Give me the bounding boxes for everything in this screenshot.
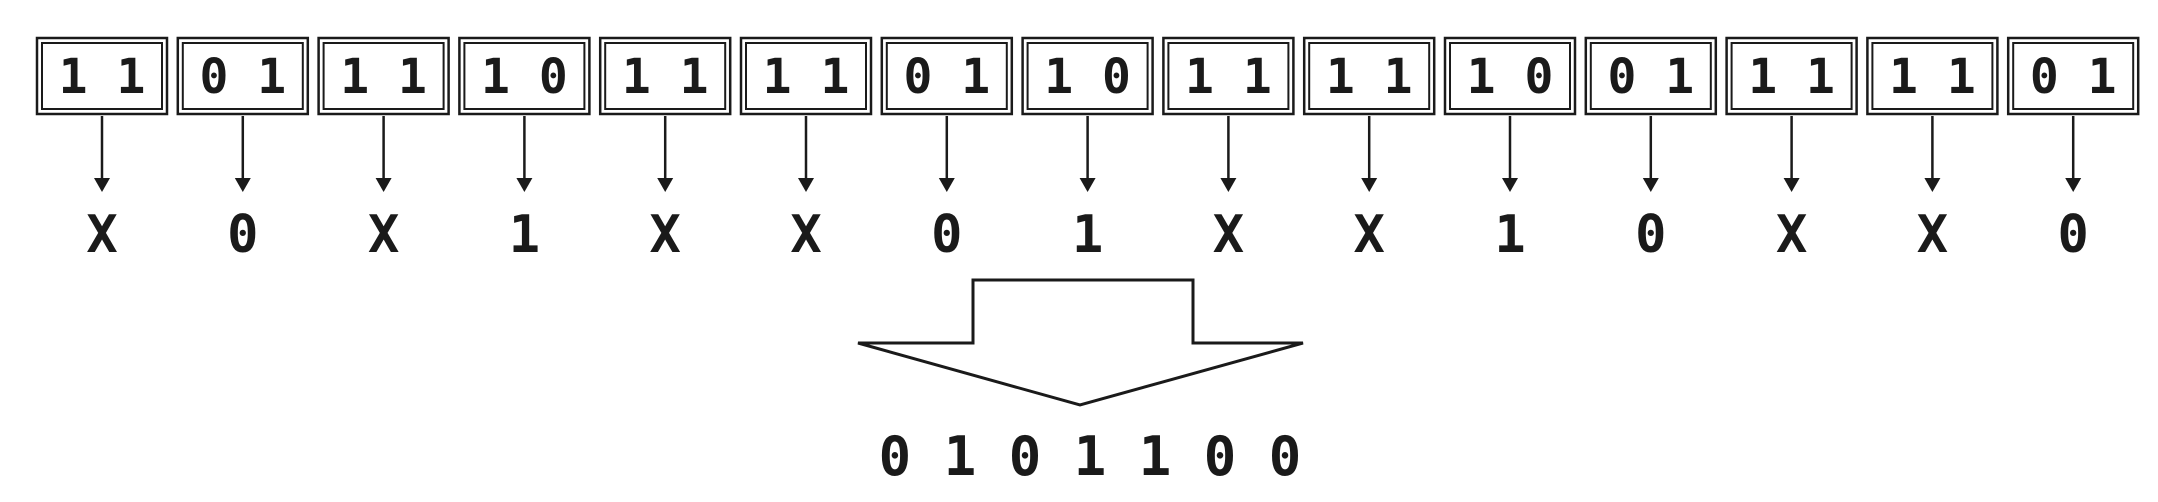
bit-pair-8: 1 0 1 — [1021, 36, 1154, 265]
bit-pair-box-inner — [604, 42, 727, 110]
bit-pair-3: 1 1 X — [317, 36, 450, 265]
bit-pair-label: 1 1 — [340, 49, 427, 105]
bit-pair-13: 1 1 X — [1725, 36, 1858, 265]
bit-pair-9: 1 1 X — [1162, 36, 1295, 265]
bit-pair-10: 1 1 X — [1302, 36, 1436, 265]
pair-output: X — [86, 205, 117, 265]
bit-pair-box-outer — [458, 36, 591, 116]
bit-pairs-row: 1 1 X 0 1 0 1 1 X 1 0 1 1 1 X 1 1 X 0 1 0 1 0 1 1 1 X 1 1 X… — [35, 36, 2140, 265]
bit-pair-box-outer — [1866, 36, 1999, 116]
bit-pair-12: 0 1 0 — [1584, 36, 1718, 265]
bit-pair-label: 1 1 — [1889, 49, 1976, 105]
down-arrow-icon — [375, 178, 392, 192]
bit-pair-box-inner — [745, 42, 867, 110]
bit-pair-box-inner — [41, 42, 163, 110]
down-arrow-icon — [1220, 178, 1237, 192]
bit-pair-7: 0 1 0 — [880, 36, 1014, 265]
bit-pair-6: 1 1 X — [739, 36, 873, 265]
bit-pair-label: 0 1 — [2030, 49, 2117, 105]
bit-pair-box-inner — [322, 42, 445, 110]
bit-pair-1: 1 1 X — [35, 36, 169, 265]
bit-pair-14: 1 1 X — [1866, 36, 1999, 265]
bit-pair-box-outer — [739, 36, 873, 116]
bit-pair-label: 0 1 — [1607, 49, 1694, 105]
pair-output: 1 — [509, 205, 540, 265]
down-arrow-icon — [657, 178, 674, 192]
big-down-arrow-icon — [857, 278, 1304, 407]
bit-pair-box-outer — [1302, 36, 1436, 116]
pair-output: X — [368, 205, 399, 265]
bit-pair-box-outer — [176, 36, 310, 116]
bit-pair-box-outer — [317, 36, 450, 116]
down-arrow-icon — [1502, 178, 1518, 192]
bit-pair-label: 1 0 — [1044, 49, 1131, 105]
bit-pair-box-outer — [1443, 36, 1577, 116]
bit-pair-box-inner — [1730, 42, 1853, 110]
pair-output: 0 — [1635, 205, 1666, 265]
down-arrow-icon — [1924, 178, 1941, 192]
bit-pair-label: 1 1 — [763, 49, 850, 105]
down-arrow-icon — [2065, 178, 2082, 192]
bit-pair-label: 1 1 — [1326, 49, 1413, 105]
bit-pair-label: 1 1 — [1748, 49, 1835, 105]
down-arrow-icon — [94, 178, 110, 192]
bit-pair-box-outer — [598, 36, 732, 116]
pair-output: 1 — [1494, 205, 1525, 265]
pair-output: X — [1776, 205, 1807, 265]
pair-output: X — [650, 205, 681, 265]
bit-pair-box-outer — [35, 36, 169, 116]
pair-output: 0 — [931, 205, 962, 265]
down-arrow-icon — [938, 178, 955, 192]
bit-pair-box-inner — [181, 42, 304, 110]
bit-pair-label: 1 1 — [1185, 49, 1272, 105]
bit-pair-label: 0 1 — [903, 49, 990, 105]
bit-pair-box-inner — [1308, 42, 1431, 110]
bit-pair-box-outer — [880, 36, 1014, 116]
bit-pair-box-inner — [1449, 42, 1571, 110]
down-arrow-icon — [798, 178, 814, 192]
bit-pair-label: 1 0 — [1467, 49, 1554, 105]
bit-pair-2: 0 1 0 — [176, 36, 310, 265]
bit-pair-label: 0 1 — [199, 49, 286, 105]
pair-output: X — [790, 205, 821, 265]
pair-output: 1 — [1072, 205, 1103, 265]
bit-pair-box-inner — [463, 42, 586, 110]
pair-output: 0 — [2058, 205, 2089, 265]
bit-pair-box-outer — [2006, 36, 2140, 116]
pair-output: X — [1354, 205, 1385, 265]
bit-pair-11: 1 0 1 — [1443, 36, 1577, 265]
pair-output: X — [1213, 205, 1244, 265]
down-arrow-icon — [1361, 178, 1378, 192]
bit-pair-box-outer — [1162, 36, 1295, 116]
down-arrow-icon — [1079, 178, 1096, 192]
bit-pair-box-inner — [1871, 42, 1994, 110]
bit-pair-label: 1 0 — [481, 49, 568, 105]
result-bit-string: 0 1 0 1 1 0 0 — [879, 425, 1302, 488]
bit-pair-box-outer — [1725, 36, 1858, 116]
bit-pair-box-inner — [2012, 42, 2135, 110]
pair-output: 0 — [227, 205, 258, 265]
bit-pair-15: 0 1 0 — [2006, 36, 2140, 265]
down-arrow-icon — [1783, 178, 1800, 192]
bit-pair-5: 1 1 X — [598, 36, 732, 265]
down-arrow-icon — [234, 178, 251, 192]
bit-pair-4: 1 0 1 — [458, 36, 591, 265]
bit-pair-box-inner — [1026, 42, 1149, 110]
bit-pair-box-inner — [1167, 42, 1290, 110]
bit-pair-box-inner — [1589, 42, 1712, 110]
bit-pair-label: 1 1 — [59, 49, 146, 105]
bit-pair-box-outer — [1021, 36, 1154, 116]
down-arrow-icon — [516, 178, 533, 192]
pair-output: X — [1917, 205, 1948, 265]
bit-pair-label: 1 1 — [622, 49, 709, 105]
bit-pair-box-outer — [1584, 36, 1718, 116]
bit-pair-box-inner — [885, 42, 1008, 110]
down-arrow-icon — [1642, 178, 1659, 192]
